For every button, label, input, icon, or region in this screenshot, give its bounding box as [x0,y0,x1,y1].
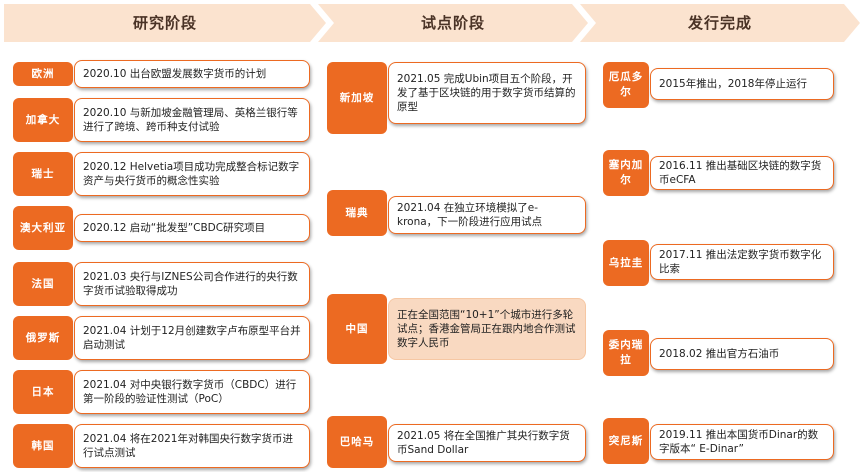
stage-label: 发行完成 [687,14,752,32]
region-tag-uruguay: 乌拉圭 [603,240,649,286]
region-tag-switzerland: 瑞士 [13,152,73,196]
event-box-canada: 2020.10 与新加坡金融管理局、英格兰银行等进行了跨境、跨币种支付试验 [74,98,310,142]
region-tag-singapore: 新加坡 [327,62,387,134]
event-box-sweden: 2021.04 在独立环境模拟了e-krona，下一阶段进行应用试点 [388,196,586,234]
event-box-tunisia: 2019.11 推出本国货币Dinar的数字版本“ E-Dinar” [650,424,834,460]
event-box-bahamas: 2021.05 将在全国推广其央行数字货币Sand Dollar [388,424,586,462]
stage-label: 研究阶段 [132,14,197,32]
event-box-singapore: 2021.05 完成Ubin项目五个阶段，开发了基于区块链的用于数字货币结算的原… [388,62,586,124]
region-tag-france: 法国 [13,262,73,306]
chevron-shape [4,4,326,42]
region-tag-japan: 日本 [13,370,73,414]
event-box-venezuela: 2018.02 推出官方石油币 [650,338,834,370]
event-box-china: 正在全国范围“10+1”个城市进行多轮试点；香港金管局正在跟内地合作测试数字人民… [388,298,586,360]
event-box-france: 2021.03 央行与IZNES公司合作进行的央行数字货币试验取得成功 [74,262,310,306]
event-box-ecuador: 2015年推出，2018年停止运行 [650,68,834,100]
event-box-australia: 2020.12 启动“批发型”CBDC研究项目 [74,214,310,242]
region-tag-canada: 加拿大 [13,98,73,142]
region-tag-europe: 欧洲 [13,62,73,86]
stage-header-issued: 发行完成 [580,4,860,42]
region-tag-senegal: 塞内加尔 [603,150,649,196]
event-box-japan: 2021.04 对中央银行数字货币（CBDC）进行第一阶段的验证性测试（PoC） [74,370,310,414]
region-tag-ecuador: 厄瓜多尔 [603,62,649,108]
event-box-switzerland: 2020.12 Helvetia项目成功完成整合标记数字资产与央行货币的概念性实… [74,152,310,196]
chevron-shape [580,4,860,42]
event-box-uruguay: 2017.11 推出法定数字货币数字化比索 [650,244,834,280]
event-box-senegal: 2016.11 推出基础区块链的数字货币eCFA [650,156,834,190]
region-tag-australia: 澳大利亚 [13,206,73,250]
stage-header-pilot: 试点阶段 [318,4,588,42]
region-tag-russia: 俄罗斯 [13,316,73,360]
region-tag-china: 中国 [327,294,387,364]
event-box-korea: 2021.04 将在2021年对韩国央行数字货币进行试点测试 [74,424,310,468]
chevron-shape [318,4,588,42]
stage-header-research: 研究阶段 [4,4,326,42]
stage-label: 试点阶段 [420,14,485,32]
event-box-russia: 2021.04 计划于12月创建数字卢布原型平台并启动测试 [74,316,310,360]
region-tag-korea: 韩国 [13,424,73,468]
event-box-europe: 2020.10 出台欧盟发展数字货币的计划 [74,60,310,88]
region-tag-sweden: 瑞典 [327,190,387,236]
region-tag-bahamas: 巴哈马 [327,416,387,468]
region-tag-tunisia: 突尼斯 [603,418,649,464]
region-tag-venezuela: 委内瑞拉 [603,330,649,376]
